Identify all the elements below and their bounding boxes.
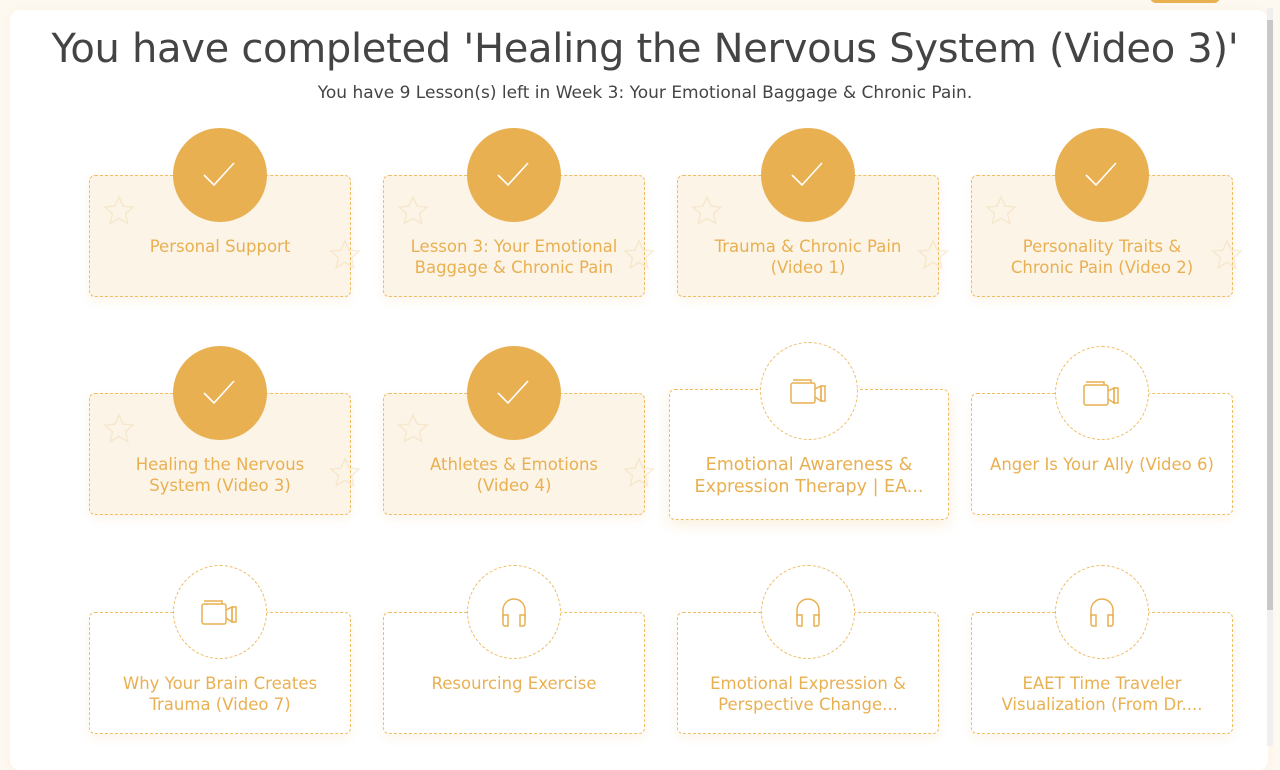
lesson-title-line: EAET Time Traveler: [1022, 674, 1182, 693]
star-decoration-icon: [396, 194, 430, 228]
star-decoration-icon: [396, 412, 430, 446]
lesson-title: Anger Is Your Ally (Video 6): [982, 454, 1222, 475]
completed-badge: [173, 128, 267, 222]
lesson-title-line: Why Your Brain Creates: [122, 674, 318, 693]
completed-badge: [173, 346, 267, 440]
lesson-title: Trauma & Chronic Pain (Video 1): [688, 236, 928, 278]
check-icon: [494, 373, 534, 413]
lesson-title-line: Expression Therapy | EA...: [694, 477, 924, 497]
lesson-type-badge: [1055, 346, 1149, 440]
check-icon: [200, 155, 240, 195]
lesson-title-line: Chronic Pain (Video 2): [1010, 258, 1194, 277]
headphones-icon: [499, 595, 529, 629]
video-camera-icon: [789, 376, 829, 406]
lesson-title-line: Personality Traits &: [1022, 237, 1182, 256]
check-icon: [494, 155, 534, 195]
lesson-title-line: Lesson 3: Your Emotional: [410, 237, 618, 256]
completed-badge: [761, 128, 855, 222]
lesson-title: Emotional Awareness &Expression Therapy …: [680, 454, 938, 498]
lesson-title-line: System (Video 3): [149, 476, 291, 495]
lesson-title-line: Emotional Awareness &: [705, 455, 913, 475]
lesson-type-badge: [760, 342, 858, 440]
video-camera-icon: [200, 597, 240, 627]
scrollbar[interactable]: [1267, 8, 1273, 746]
lesson-type-badge: [467, 565, 561, 659]
lesson-title: Athletes & Emotions (Video 4): [394, 454, 634, 496]
lesson-title-line: Visualization (From Dr....: [1001, 695, 1203, 714]
headphones-icon: [1087, 595, 1117, 629]
star-decoration-icon: [328, 456, 362, 490]
check-icon: [1082, 155, 1122, 195]
star-decoration-icon: [1210, 238, 1244, 272]
lesson-title-line: Trauma (Video 7): [149, 695, 291, 714]
lesson-title-line: Baggage & Chronic Pain: [414, 258, 614, 277]
headphones-icon: [793, 595, 823, 629]
lesson-title: Emotional Expression & Perspective Change…: [688, 673, 928, 715]
check-icon: [200, 373, 240, 413]
completed-badge: [467, 346, 561, 440]
scrollbar-thumb[interactable]: [1267, 20, 1273, 610]
lesson-type-badge: [1055, 565, 1149, 659]
lesson-title: Personal Support: [100, 236, 340, 257]
page-title: You have completed 'Healing the Nervous …: [51, 26, 1239, 72]
lesson-title-line: Emotional Expression &: [710, 674, 906, 693]
completed-badge: [467, 128, 561, 222]
star-decoration-icon: [984, 194, 1018, 228]
lesson-title-line: Perspective Change...: [718, 695, 898, 714]
lesson-title-line: Trauma & Chronic Pain: [714, 237, 902, 256]
lesson-title-line: (Video 4): [476, 476, 552, 495]
lesson-type-badge: [761, 565, 855, 659]
check-icon: [788, 155, 828, 195]
lesson-title-line: Athletes & Emotions: [429, 455, 599, 474]
lesson-title: Personality Traits & Chronic Pain (Video …: [982, 236, 1222, 278]
lesson-type-badge: [173, 565, 267, 659]
lesson-title: Resourcing Exercise: [394, 673, 634, 694]
star-decoration-icon: [690, 194, 724, 228]
star-decoration-icon: [916, 238, 950, 272]
star-decoration-icon: [102, 412, 136, 446]
lesson-title-line: Personal Support: [149, 237, 291, 256]
lesson-title-line: (Video 1): [770, 258, 846, 277]
star-decoration-icon: [622, 238, 656, 272]
star-decoration-icon: [622, 456, 656, 490]
lesson-title-line: Healing the Nervous: [135, 455, 305, 474]
star-decoration-icon: [328, 238, 362, 272]
lessons-remaining-text: You have 9 Lesson(s) left in Week 3: You…: [317, 83, 973, 103]
lesson-title-line: Anger Is Your Ally (Video 6): [990, 455, 1214, 474]
lesson-title-line: Resourcing Exercise: [431, 674, 597, 693]
star-decoration-icon: [102, 194, 136, 228]
top-action-button[interactable]: [1150, 0, 1220, 3]
video-camera-icon: [1082, 378, 1122, 408]
completed-badge: [1055, 128, 1149, 222]
